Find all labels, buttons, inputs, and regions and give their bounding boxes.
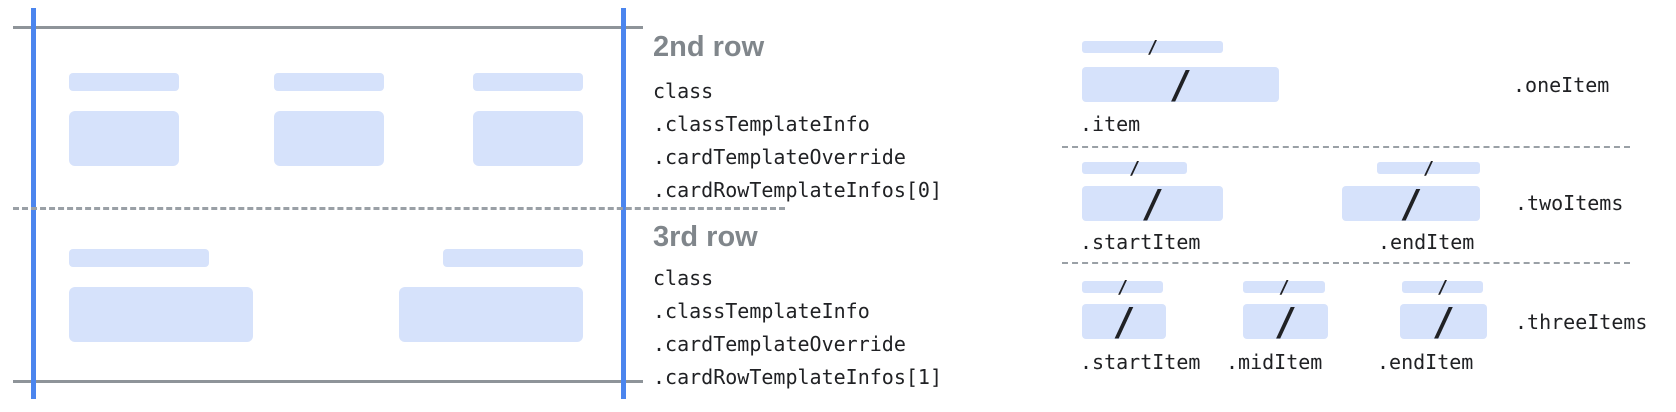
end-item-field-label: .endItem <box>1378 230 1475 254</box>
item-label-placeholder-bar: / <box>1243 277 1325 298</box>
legend-divider-dotted-line <box>1062 146 1630 148</box>
field-label-placeholder <box>274 73 384 91</box>
code-line: .cardRowTemplateInfos[0] <box>653 178 942 202</box>
field-value-placeholder <box>473 111 583 166</box>
mid-item-field-label: .midItem <box>1226 350 1323 374</box>
code-line: .cardTemplateOverride <box>653 145 906 169</box>
item-value-placeholder-bar: / <box>1082 182 1223 226</box>
end-item-field-label: .endItem <box>1377 350 1474 374</box>
legend-divider-dotted-line <box>1062 262 1630 264</box>
code-line: .classTemplateInfo <box>653 299 870 323</box>
item-label-placeholder-bar: / <box>1082 37 1223 58</box>
item-field-label: .item <box>1080 112 1141 136</box>
row3-path-code: class .classTemplateInfo .cardTemplateOv… <box>653 262 942 394</box>
one-item-section-label: .oneItem <box>1513 73 1610 97</box>
slash-glyph: / <box>1169 62 1192 107</box>
field-value-placeholder <box>69 287 253 342</box>
slash-glyph: / <box>1112 299 1136 344</box>
field-label-placeholder <box>69 73 179 91</box>
item-label-placeholder-bar: / <box>1082 277 1163 298</box>
slash-glyph: / <box>1141 181 1164 226</box>
row2-heading: 2nd row <box>653 31 765 63</box>
field-value-placeholder <box>69 111 179 166</box>
start-item-field-label: .startItem <box>1080 230 1201 254</box>
slash-glyph: / <box>1437 276 1448 298</box>
code-line: class <box>653 79 714 103</box>
row-divider-dashed-line <box>13 207 785 210</box>
item-value-placeholder-bar: / <box>1342 182 1480 226</box>
slash-glyph: / <box>1399 181 1423 226</box>
row2-path-code: class .classTemplateInfo .cardTemplateOv… <box>653 75 942 207</box>
slash-glyph: / <box>1432 299 1455 344</box>
slash-glyph: / <box>1117 276 1128 298</box>
three-items-section-label: .threeItems <box>1515 310 1648 334</box>
field-value-placeholder <box>399 287 583 342</box>
code-line: .cardTemplateOverride <box>653 332 906 356</box>
card-right-guide-line <box>621 8 626 399</box>
card-left-guide-line <box>31 8 36 399</box>
code-line: class <box>653 266 714 290</box>
field-value-placeholder <box>274 111 384 166</box>
item-label-placeholder-bar: / <box>1082 158 1187 179</box>
item-label-placeholder-bar: / <box>1377 158 1480 179</box>
start-item-field-label: .startItem <box>1080 350 1201 374</box>
slash-glyph: / <box>1423 157 1434 179</box>
slash-glyph: / <box>1129 157 1140 179</box>
card-top-border-line <box>13 26 643 29</box>
item-value-placeholder-bar: / <box>1400 300 1487 344</box>
code-line: .cardRowTemplateInfos[1] <box>653 365 942 389</box>
item-value-placeholder-bar: / <box>1082 300 1166 344</box>
two-items-section-label: .twoItems <box>1515 191 1624 215</box>
code-line: .classTemplateInfo <box>653 112 870 136</box>
field-label-placeholder <box>69 249 209 267</box>
field-label-placeholder <box>443 249 583 267</box>
item-value-placeholder-bar: / <box>1243 300 1328 344</box>
slash-glyph: / <box>1278 276 1290 298</box>
slash-glyph: / <box>1147 36 1158 58</box>
row3-heading: 3rd row <box>653 221 758 253</box>
slash-glyph: / <box>1274 299 1297 344</box>
item-label-placeholder-bar: / <box>1402 277 1483 298</box>
card-bottom-border-line <box>13 380 643 383</box>
item-value-placeholder-bar: / <box>1082 63 1279 107</box>
field-label-placeholder <box>473 73 583 91</box>
